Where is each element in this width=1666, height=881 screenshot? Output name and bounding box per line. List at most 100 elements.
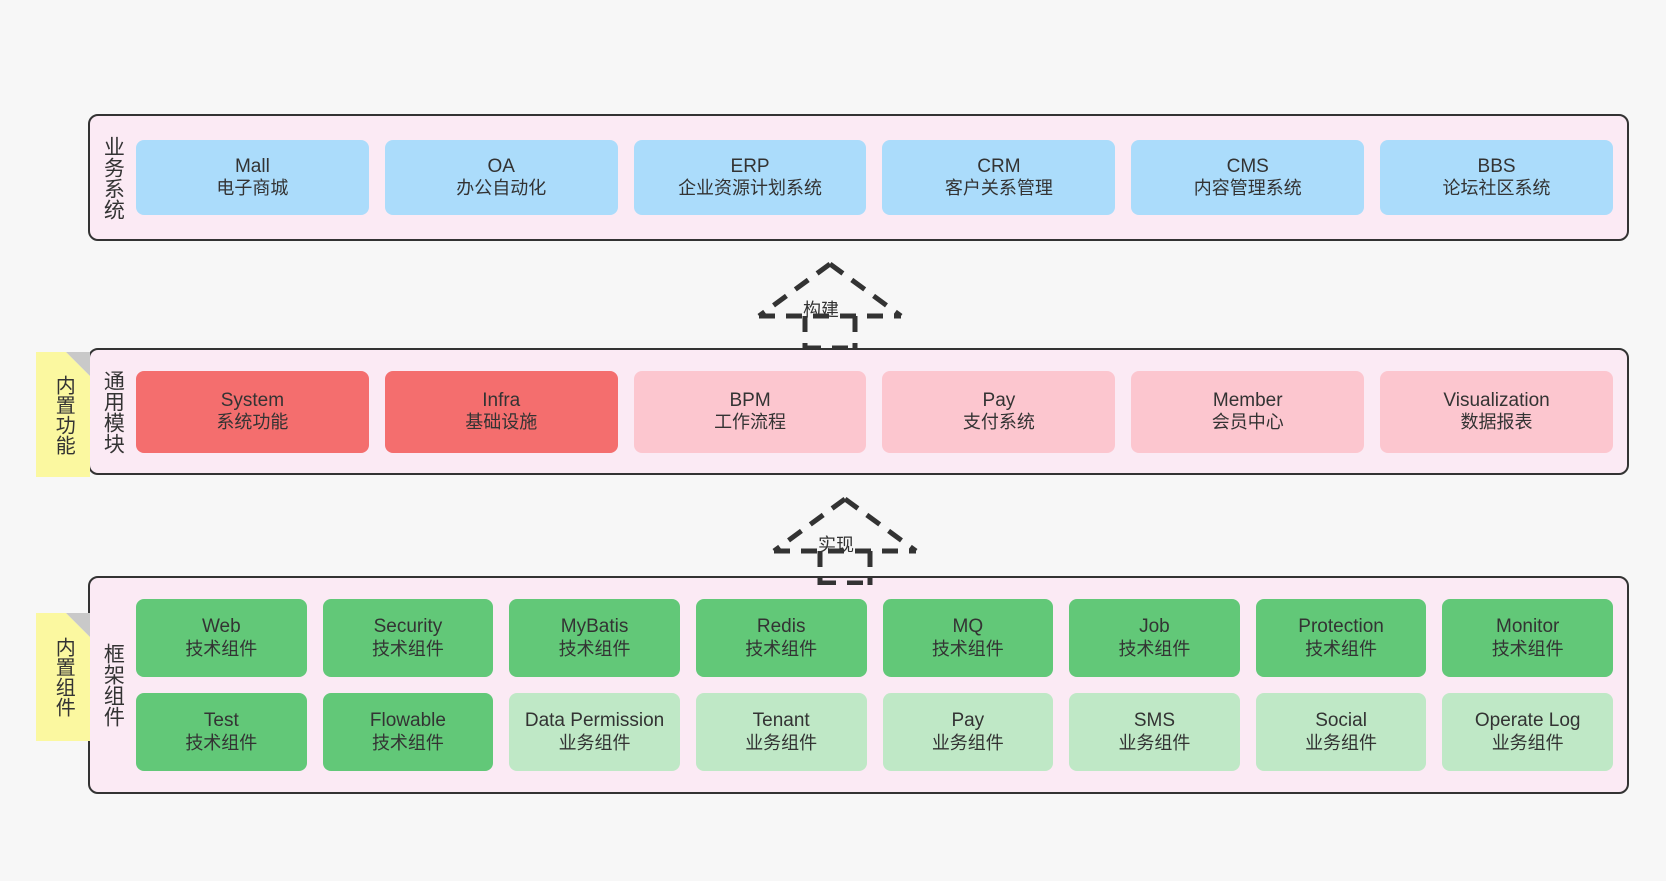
card-subtitle: 论坛社区系统 bbox=[1442, 178, 1551, 199]
card-title: Protection bbox=[1298, 616, 1384, 638]
card-row: Web 技术组件 Security 技术组件 MyBatis 技术组件 Redi… bbox=[136, 599, 1613, 677]
card-title: Tenant bbox=[752, 710, 810, 732]
card-title: Test bbox=[203, 710, 239, 732]
card-title: OA bbox=[487, 155, 515, 177]
card-title: MQ bbox=[952, 616, 984, 638]
card-bpm[interactable]: BPM 工作流程 bbox=[633, 370, 867, 453]
card-web[interactable]: Web 技术组件 bbox=[136, 599, 307, 677]
layer-common-module: 通用模块 System 系统功能 Infra 基础设施 BPM 工作流程 Pay… bbox=[88, 348, 1629, 475]
card-subtitle: 技术组件 bbox=[931, 638, 1004, 659]
card-subtitle: 业务组件 bbox=[558, 732, 631, 753]
card-subtitle: 支付系统 bbox=[962, 412, 1035, 433]
card-title: CMS bbox=[1226, 155, 1269, 177]
card-subtitle: 技术组件 bbox=[185, 732, 258, 753]
card-title: Pay bbox=[982, 389, 1016, 411]
card-subtitle: 业务组件 bbox=[1491, 732, 1564, 753]
card-title: Mall bbox=[234, 155, 270, 177]
card-pay[interactable]: Pay 支付系统 bbox=[882, 370, 1116, 453]
connector-implement: 实现 bbox=[770, 493, 920, 585]
card-subtitle: 技术组件 bbox=[1305, 638, 1378, 659]
card-cms[interactable]: CMS 内容管理系统 bbox=[1131, 140, 1365, 215]
card-mq[interactable]: MQ 技术组件 bbox=[882, 599, 1054, 677]
connector-build: 构建 bbox=[755, 258, 905, 350]
card-title: Job bbox=[1139, 616, 1170, 638]
card-security[interactable]: Security 技术组件 bbox=[322, 599, 494, 677]
card-row: Mall 电子商城 OA 办公自动化 ERP 企业资源计划系统 CRM 客户关系… bbox=[136, 140, 1613, 215]
card-title: MyBatis bbox=[560, 616, 629, 638]
card-monitor[interactable]: Monitor 技术组件 bbox=[1442, 599, 1613, 677]
card-subtitle: 会员中心 bbox=[1211, 412, 1284, 433]
layer-framework-component: 框架组件 Web 技术组件 Security 技术组件 MyBatis 技术组件… bbox=[88, 576, 1629, 794]
card-title: Visualization bbox=[1443, 389, 1550, 411]
card-title: BBS bbox=[1477, 155, 1516, 177]
card-subtitle: 技术组件 bbox=[558, 638, 631, 659]
card-infra[interactable]: Infra 基础设施 bbox=[384, 370, 618, 453]
card-mybatis[interactable]: MyBatis 技术组件 bbox=[509, 599, 680, 677]
card-oa[interactable]: OA 办公自动化 bbox=[384, 140, 618, 215]
card-title: Data Permission bbox=[524, 710, 665, 732]
card-erp[interactable]: ERP 企业资源计划系统 bbox=[633, 140, 867, 215]
card-title: System bbox=[220, 389, 285, 411]
note-label: 内置组件 bbox=[52, 637, 75, 717]
card-member[interactable]: Member 会员中心 bbox=[1131, 370, 1365, 453]
card-job[interactable]: Job 技术组件 bbox=[1069, 599, 1240, 677]
card-subtitle: 技术组件 bbox=[1491, 638, 1564, 659]
card-title: Web bbox=[201, 616, 241, 638]
note-builtin-function: 内置功能 bbox=[36, 352, 90, 477]
card-subtitle: 业务组件 bbox=[745, 732, 818, 753]
layer-business-system: 业务系统 Mall 电子商城 OA 办公自动化 ERP 企业资源计划系统 CRM… bbox=[88, 114, 1629, 241]
card-title: Operate Log bbox=[1474, 710, 1581, 732]
card-row: System 系统功能 Infra 基础设施 BPM 工作流程 Pay 支付系统… bbox=[136, 370, 1613, 453]
card-subtitle: 数据报表 bbox=[1460, 412, 1533, 433]
card-crm[interactable]: CRM 客户关系管理 bbox=[882, 140, 1116, 215]
card-pay-business[interactable]: Pay 业务组件 bbox=[882, 693, 1054, 771]
card-title: Social bbox=[1315, 710, 1367, 732]
card-data-permission[interactable]: Data Permission 业务组件 bbox=[509, 693, 680, 771]
card-title: Pay bbox=[951, 710, 985, 732]
card-title: Redis bbox=[756, 616, 806, 638]
card-test[interactable]: Test 技术组件 bbox=[136, 693, 307, 771]
card-subtitle: 客户关系管理 bbox=[944, 178, 1053, 199]
card-title: BPM bbox=[729, 389, 771, 411]
layer-title-framework-component: 框架组件 bbox=[101, 643, 125, 727]
connector-implement-label: 实现 bbox=[818, 535, 854, 555]
card-subtitle: 电子商城 bbox=[216, 178, 289, 199]
card-redis[interactable]: Redis 技术组件 bbox=[695, 599, 867, 677]
layer-title-common-module: 通用模块 bbox=[101, 369, 125, 454]
card-title: Member bbox=[1212, 389, 1283, 411]
card-subtitle: 技术组件 bbox=[1118, 638, 1191, 659]
card-bbs[interactable]: BBS 论坛社区系统 bbox=[1380, 140, 1613, 215]
card-subtitle: 技术组件 bbox=[371, 638, 444, 659]
card-title: ERP bbox=[730, 155, 770, 177]
layer-title-business-system: 业务系统 bbox=[101, 135, 125, 220]
card-subtitle: 业务组件 bbox=[1118, 732, 1191, 753]
card-title: SMS bbox=[1133, 710, 1176, 732]
card-subtitle: 业务组件 bbox=[1305, 732, 1378, 753]
card-subtitle: 技术组件 bbox=[185, 638, 258, 659]
card-subtitle: 系统功能 bbox=[216, 412, 289, 433]
card-subtitle: 技术组件 bbox=[371, 732, 444, 753]
layer-body-framework-component: Web 技术组件 Security 技术组件 MyBatis 技术组件 Redi… bbox=[134, 578, 1627, 792]
card-title: CRM bbox=[977, 155, 1021, 177]
card-subtitle: 企业资源计划系统 bbox=[678, 178, 823, 199]
layer-body-business-system: Mall 电子商城 OA 办公自动化 ERP 企业资源计划系统 CRM 客户关系… bbox=[134, 116, 1627, 239]
card-subtitle: 办公自动化 bbox=[456, 178, 547, 199]
card-title: Security bbox=[373, 616, 443, 638]
card-title: Infra bbox=[482, 389, 521, 411]
card-sms[interactable]: SMS 业务组件 bbox=[1069, 693, 1240, 771]
card-subtitle: 技术组件 bbox=[745, 638, 818, 659]
card-title: Monitor bbox=[1496, 616, 1560, 638]
card-subtitle: 工作流程 bbox=[714, 412, 787, 433]
card-flowable[interactable]: Flowable 技术组件 bbox=[322, 693, 494, 771]
connector-build-label: 构建 bbox=[803, 300, 839, 320]
note-label: 内置功能 bbox=[52, 374, 75, 455]
card-protection[interactable]: Protection 技术组件 bbox=[1255, 599, 1427, 677]
card-tenant[interactable]: Tenant 业务组件 bbox=[695, 693, 867, 771]
card-social[interactable]: Social 业务组件 bbox=[1255, 693, 1427, 771]
card-operate-log[interactable]: Operate Log 业务组件 bbox=[1442, 693, 1613, 771]
card-mall[interactable]: Mall 电子商城 bbox=[136, 140, 369, 215]
layer-body-common-module: System 系统功能 Infra 基础设施 BPM 工作流程 Pay 支付系统… bbox=[134, 350, 1627, 473]
card-system[interactable]: System 系统功能 bbox=[136, 370, 369, 453]
card-visualization[interactable]: Visualization 数据报表 bbox=[1380, 370, 1613, 453]
